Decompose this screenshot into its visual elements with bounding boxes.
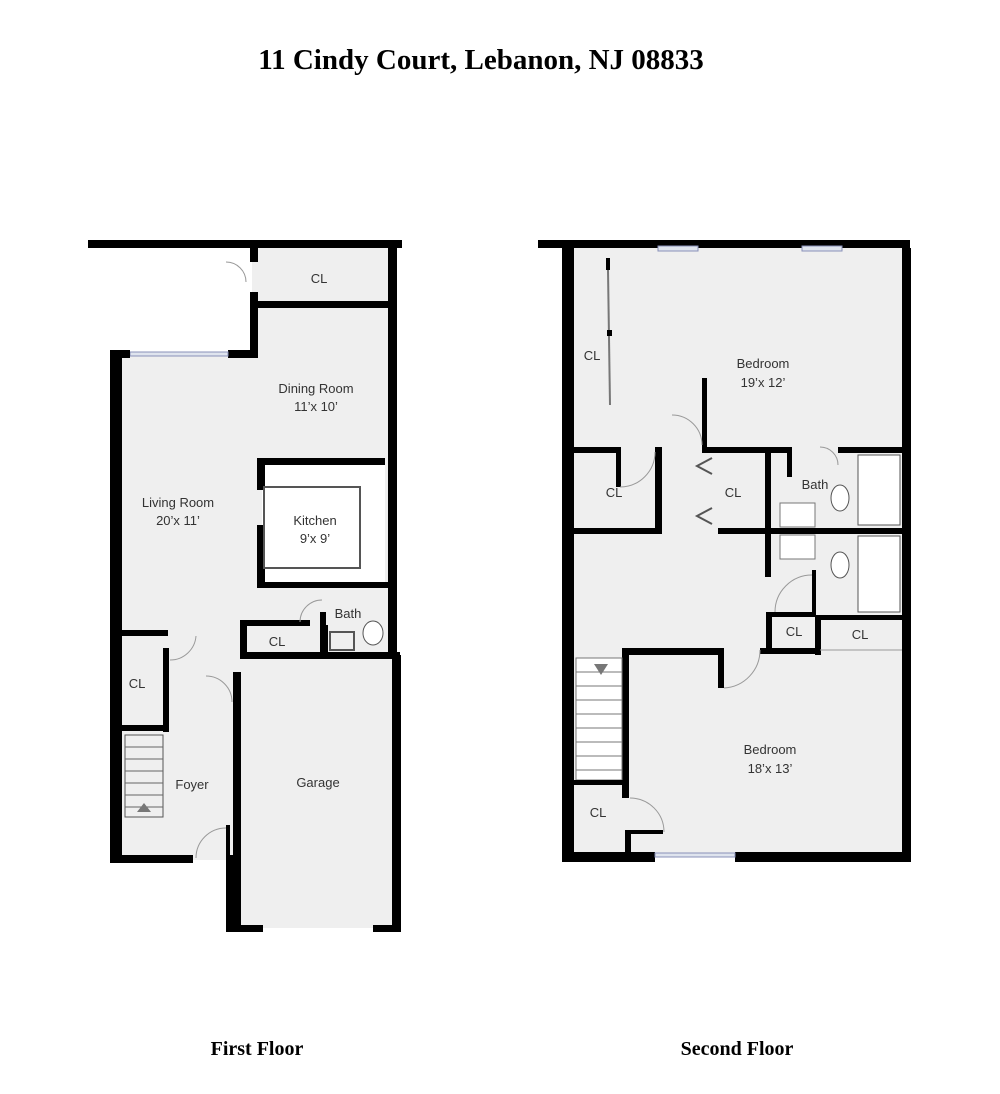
living-room-label: Living Room <box>142 495 214 510</box>
page-title: 11 Cindy Court, Lebanon, NJ 08833 <box>258 44 704 76</box>
dining-room-size: 11’x 10’ <box>294 399 338 414</box>
second-floor-plan <box>538 240 911 862</box>
foyer-label: Foyer <box>175 777 209 792</box>
closet-e-label: CL <box>590 805 607 820</box>
bedroom1-size: 19’x 12’ <box>741 375 786 390</box>
closet-mid-label: CL <box>269 634 286 649</box>
stairs-up-arrow-icon <box>137 803 151 812</box>
first-floor-plan <box>88 240 402 932</box>
first-floor-labels: CL Dining Room 11’x 10’ Living Room 20’x… <box>129 271 362 792</box>
closet-top-label: CL <box>311 271 328 286</box>
second-floor-labels: CL Bedroom 19’x 12’ CL CL Bath CL CL Bed… <box>584 348 869 820</box>
first-floor-label: First Floor <box>210 1038 304 1060</box>
closet-b-label: CL <box>725 485 742 500</box>
dining-room-label: Dining Room <box>278 381 353 396</box>
second-floor-label: Second Floor <box>680 1038 794 1060</box>
kitchen-size: 9’x 9’ <box>300 531 330 546</box>
garage-label: Garage <box>296 775 339 790</box>
bedroom2-label: Bedroom <box>744 742 797 757</box>
living-room-size: 20’x 11’ <box>156 513 200 528</box>
bedroom1-label: Bedroom <box>737 356 790 371</box>
kitchen-label: Kitchen <box>293 513 336 528</box>
bedroom2-size: 18’x 13’ <box>748 761 793 776</box>
closet-wall-label: CL <box>584 348 601 363</box>
stairs-down-arrow-icon <box>594 664 608 675</box>
bath-label-2: Bath <box>802 477 829 492</box>
closet-d-label: CL <box>852 627 869 642</box>
closet-a-label: CL <box>606 485 623 500</box>
closet-left-label: CL <box>129 676 146 691</box>
closet-c-label: CL <box>786 624 803 639</box>
bath-label: Bath <box>335 606 362 621</box>
